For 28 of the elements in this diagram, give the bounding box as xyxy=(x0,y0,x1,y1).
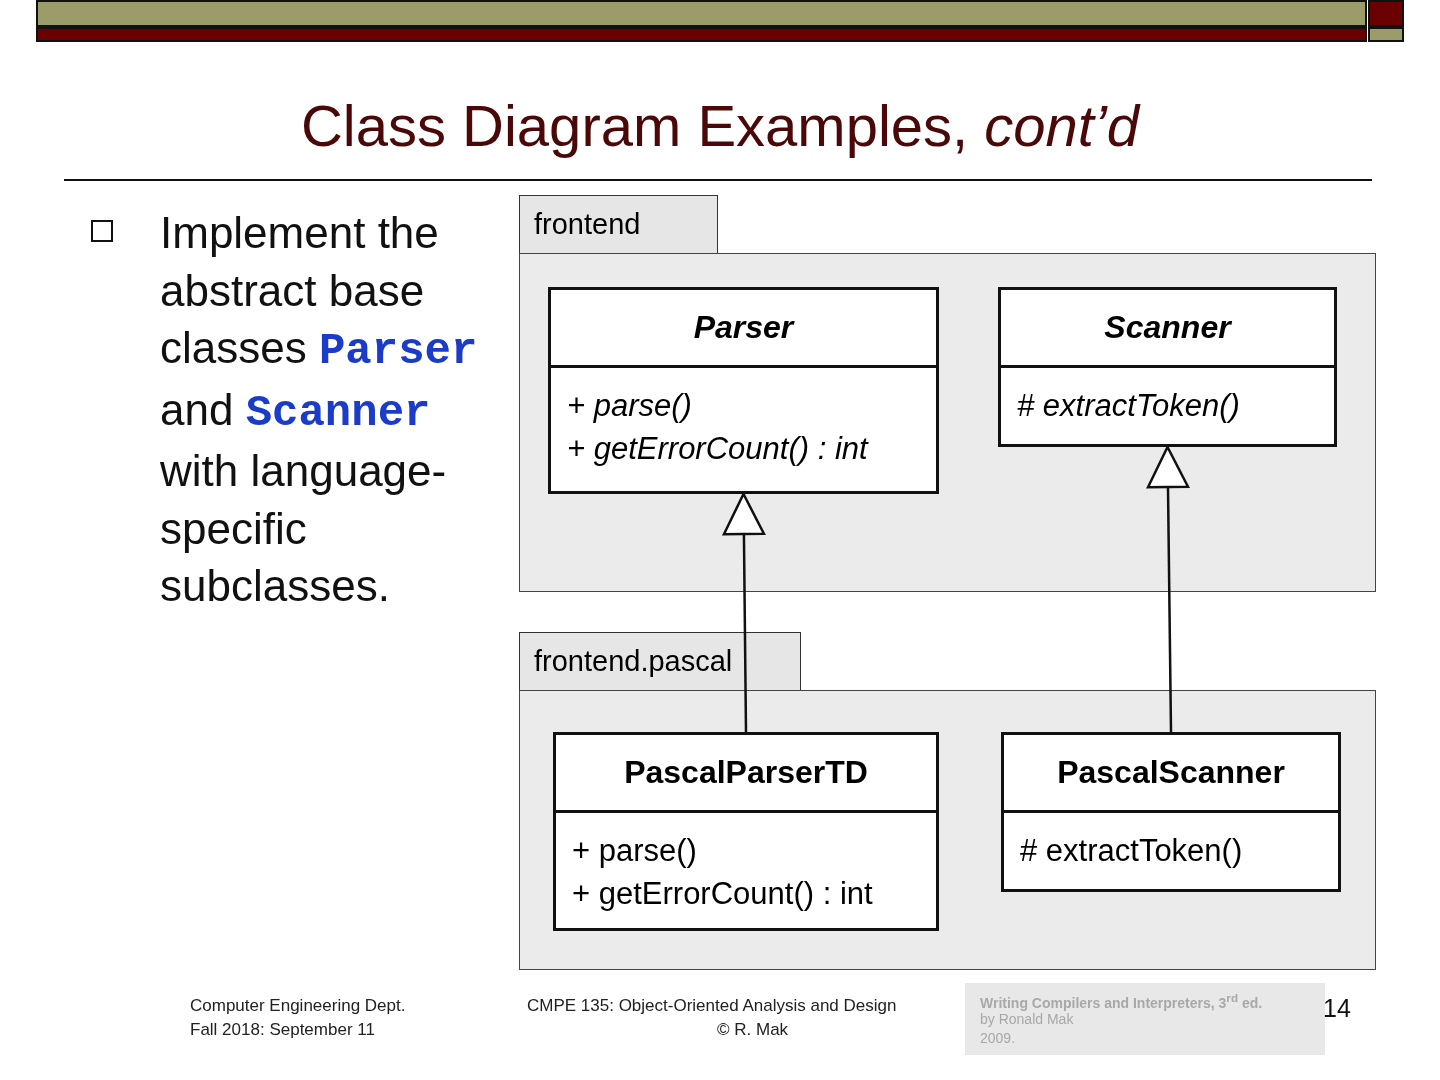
method-signature: # extractToken() xyxy=(1019,832,1243,870)
class-name: Scanner xyxy=(1001,290,1334,368)
citation-text: 2009. xyxy=(980,1030,1016,1046)
footer-text: Fall 2018: September 11 xyxy=(190,1020,375,1040)
method-signature: + parse() xyxy=(566,387,692,425)
inheritance-arrow xyxy=(1146,445,1190,732)
package-tab: frontend.pascal xyxy=(519,632,801,690)
method-signature: # extractToken() xyxy=(1016,387,1240,425)
bullet-text: Implement the abstract base classes Parser and Scanner with language-specific subclasses. xyxy=(160,207,479,612)
class-name: PascalScanner xyxy=(1004,735,1338,813)
class-name: PascalParserTD xyxy=(556,735,936,813)
slide-title: Class Diagram Examples, cont’d xyxy=(299,92,1142,159)
citation-text: Writing Compilers and Interpreters, 3$^{rd}$ ed. xyxy=(980,991,1263,1011)
footer-text: © R. Mak xyxy=(717,1020,789,1040)
class-box xyxy=(553,732,939,931)
class-box xyxy=(548,287,939,494)
method-signature: + getErrorCount() : int xyxy=(566,430,868,468)
method-signature: + getErrorCount() : int xyxy=(571,875,873,913)
package-tab: frontend xyxy=(519,195,718,253)
course-title: CMPE 135: Object-Oriented Analysis and Design xyxy=(527,996,897,1016)
inheritance-arrow xyxy=(722,492,766,732)
class-box xyxy=(1001,732,1341,892)
footer-text: Computer Engineering Dept. xyxy=(190,996,406,1016)
page-number: 14 xyxy=(1323,994,1351,1023)
class-name: Parser xyxy=(551,290,936,368)
citation-text: by Ronald Mak xyxy=(980,1011,1074,1027)
method-signature: + parse() xyxy=(571,832,697,870)
class-box xyxy=(998,287,1337,447)
